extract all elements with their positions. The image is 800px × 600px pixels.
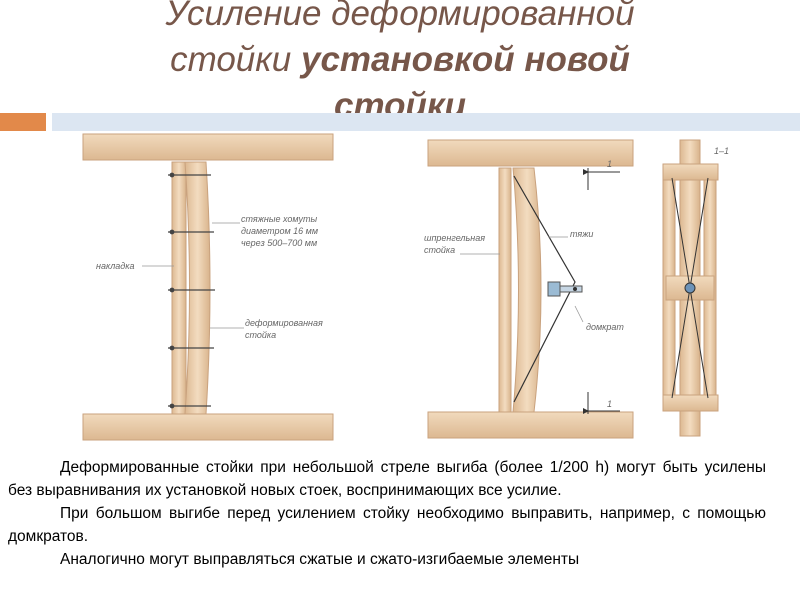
deformed-post [184,161,211,415]
label-jack: домкрат [586,322,624,332]
slide-title: Усиление деформированной стойки установк… [60,0,740,129]
figure-right-section: 1–1 [662,139,729,437]
paragraph-1: Деформированные стойки при небольшой стр… [8,459,766,499]
beam-top-middle [427,139,634,167]
section-label: 1–1 [714,146,729,156]
paragraph-2: При большом выгибе перед усилением стойк… [8,505,766,545]
section-arrows [583,168,620,414]
deformed-post-middle [512,167,542,413]
truss-post [498,167,512,413]
reinforcement-diagram: стяжные хомуты диаметром 16 мм через 500… [82,133,729,441]
beam-bottom-left [82,413,334,441]
accent-bar [0,113,46,131]
jack [547,281,583,297]
title-line-1: Усиление деформированной [165,0,635,33]
label-deformed-line-1: деформированная [245,318,323,328]
paragraph-3: Аналогично могут выправляться сжатые и с… [60,551,580,568]
section-mark-bottom: 1 [607,399,612,409]
section-mark-top: 1 [607,159,612,169]
rods [513,175,576,403]
label-tie-line-3: через 500–700 мм [241,238,317,248]
title-rule [52,113,800,131]
label-rods: тяжи [570,229,593,239]
beam-bottom-middle [427,411,634,439]
beam-top-left [82,133,334,161]
title-line-2: стойки установкой новой [170,40,630,79]
label-overlay: накладка [96,261,135,271]
overlay-post [171,161,187,415]
label-tie-line-2: диаметром 16 мм [241,226,318,236]
section-block-bottom [662,394,719,412]
section-block-top [662,163,719,181]
label-truss-line-2: стойка [424,245,455,255]
figure-left-overlay: стяжные хомуты диаметром 16 мм через 500… [82,133,334,441]
label-truss-line-1: шпренгельная [424,233,485,243]
label-tie-line-1: стяжные хомуты [241,214,317,224]
figure-middle-truss: 1 1 шпренгельная стойка тяжи домкрат [424,139,634,439]
clamp-ties [168,172,215,409]
label-deformed-line-2: стойка [245,330,276,340]
section-jack [684,282,696,294]
body-text: Деформированные стойки при небольшой стр… [8,456,766,571]
